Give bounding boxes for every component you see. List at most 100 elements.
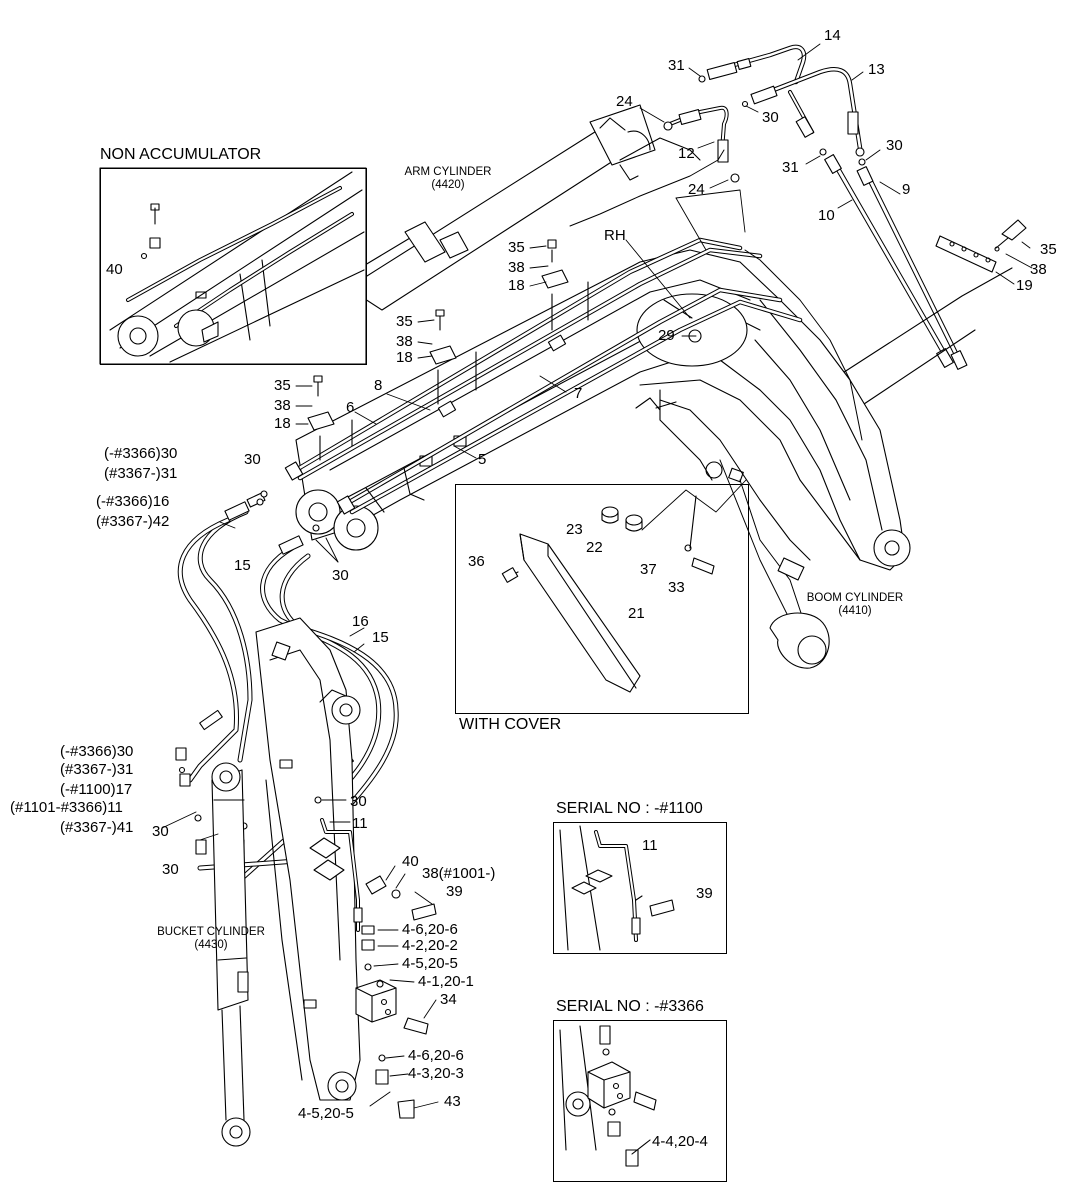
callout-6: 6	[346, 399, 355, 416]
callout-8: 8	[374, 377, 383, 394]
callout-31: 31	[668, 57, 685, 74]
callout-38: 38	[1030, 261, 1047, 278]
callout-38: 38	[274, 397, 291, 414]
callout-30: 30	[244, 451, 261, 468]
callout-38: 38	[396, 333, 413, 350]
arm-hoses	[569, 44, 866, 227]
callout-11: 11	[642, 837, 658, 854]
callout-19: 19	[1016, 277, 1033, 294]
callout-24: 24	[616, 93, 633, 110]
callout-14: 14	[824, 27, 841, 44]
callout-11: 11	[352, 815, 368, 832]
callout-21: 21	[628, 605, 645, 622]
callout-30: 30	[762, 109, 779, 126]
boom-cylinder-label: BOOM CYLINDER (4410)	[790, 592, 920, 618]
hoses-9-10	[824, 154, 1013, 409]
clamp-19-assembly	[935, 219, 1027, 273]
serial-3366-inset-drawing	[559, 1025, 657, 1167]
bucket-cylinder-name: BUCKET CYLINDER	[157, 926, 265, 938]
callout-30: 30	[162, 861, 179, 878]
callout-10: 10	[818, 207, 835, 224]
callout-17-pre1100: (-#1100)17	[60, 781, 133, 798]
boom-clamps	[307, 239, 702, 461]
leader-lines	[129, 43, 1033, 1109]
callout-35: 35	[1040, 241, 1057, 258]
callout-40: 40	[106, 261, 123, 278]
boom-cylinder-name: BOOM CYLINDER	[806, 592, 904, 604]
callout-24: 24	[688, 181, 705, 198]
callout-38: 38	[508, 259, 525, 276]
callout-4-2-20-2: 4-2,20-2	[402, 937, 458, 954]
serial-3366-inset	[553, 1020, 727, 1182]
callout-30: 30	[332, 567, 349, 584]
with-cover-inset-drawing	[501, 479, 747, 693]
arm-cylinder-name: ARM CYLINDER	[404, 166, 492, 178]
callout-12: 12	[678, 145, 695, 162]
callout-30-pre3366-b: (-#3366)30	[60, 743, 134, 760]
callout-4-3-20-3: 4-3,20-3	[408, 1065, 464, 1082]
callout-31-post3367: (#3367-)31	[104, 465, 178, 482]
callout-4-5-20-5: 4-5,20-5	[402, 955, 458, 972]
rh-label: RH	[604, 227, 626, 244]
callout-31: 31	[782, 159, 799, 176]
callout-41-post3367: (#3367-)41	[60, 819, 134, 836]
callout-16-pre3366: (-#3366)16	[96, 493, 170, 510]
callout-16: 16	[352, 613, 369, 630]
arm-structure	[255, 617, 361, 1101]
callout-5: 5	[478, 451, 487, 468]
arm-cylinder-label: ARM CYLINDER (4420)	[398, 166, 498, 192]
callout-38-post1001: 38(#1001-)	[422, 865, 496, 882]
callout-4-6-20-6: 4-6,20-6	[408, 1047, 464, 1064]
serial-1100-inset-drawing	[559, 825, 675, 951]
callout-42-post3367: (#3367-)42	[96, 513, 170, 530]
serial-3366-title: SERIAL NO : -#3366	[556, 998, 704, 1015]
callout-4-5-20-5: 4-5,20-5	[298, 1105, 354, 1122]
callout-4-4-20-4: 4-4,20-4	[652, 1133, 708, 1150]
arm-cylinder-drawing	[347, 104, 656, 311]
callout-40: 40	[402, 853, 419, 870]
callout-29: 29	[658, 327, 675, 344]
callout-33: 33	[668, 579, 685, 596]
callout-30: 30	[350, 793, 367, 810]
serial-1100-title: SERIAL NO : -#1100	[556, 800, 703, 817]
callout-18: 18	[508, 277, 525, 294]
callout-18: 18	[396, 349, 413, 366]
callout-35: 35	[396, 313, 413, 330]
callout-39: 39	[696, 885, 713, 902]
callout-11-1101-3366: (#1101-#3366)11	[10, 799, 123, 816]
callout-36: 36	[468, 553, 485, 570]
callout-15: 15	[234, 557, 251, 574]
callout-9: 9	[902, 181, 911, 198]
bucket-cylinder-drawing	[211, 762, 251, 1147]
with-cover-inset	[455, 484, 749, 714]
callout-37: 37	[640, 561, 657, 578]
boom-cylinder-code: (4410)	[838, 605, 872, 617]
bucket-cylinder-code: (4430)	[194, 939, 228, 951]
callout-35: 35	[508, 239, 525, 256]
with-cover-title: WITH COVER	[459, 716, 562, 733]
callout-30-pre3366: (-#3366)30	[104, 445, 178, 462]
callout-18: 18	[274, 415, 291, 432]
callout-43: 43	[444, 1093, 461, 1110]
callout-31-post3367-b: (#3367-)31	[60, 761, 134, 778]
callout-4-6-20-6: 4-6,20-6	[402, 921, 458, 938]
non-accumulator-title: NON ACCUMULATOR	[100, 146, 262, 163]
non-accumulator-inset	[100, 168, 367, 365]
pipe-block-assembly	[314, 796, 437, 1119]
arm-cylinder-code: (4420)	[431, 179, 465, 191]
callout-7: 7	[574, 385, 583, 402]
callout-30: 30	[886, 137, 903, 154]
boom-hoses	[284, 237, 863, 515]
callout-30: 30	[152, 823, 169, 840]
serial-1100-inset	[553, 822, 727, 954]
callout-22: 22	[586, 539, 603, 556]
callout-13: 13	[868, 61, 885, 78]
bucket-cylinder-label: BUCKET CYLINDER (4430)	[140, 926, 282, 952]
callout-34: 34	[440, 991, 457, 1008]
callout-35: 35	[274, 377, 291, 394]
callout-39: 39	[446, 883, 463, 900]
callout-4-1-20-1: 4-1,20-1	[418, 973, 474, 990]
callout-15: 15	[372, 629, 389, 646]
callout-23: 23	[566, 521, 583, 538]
